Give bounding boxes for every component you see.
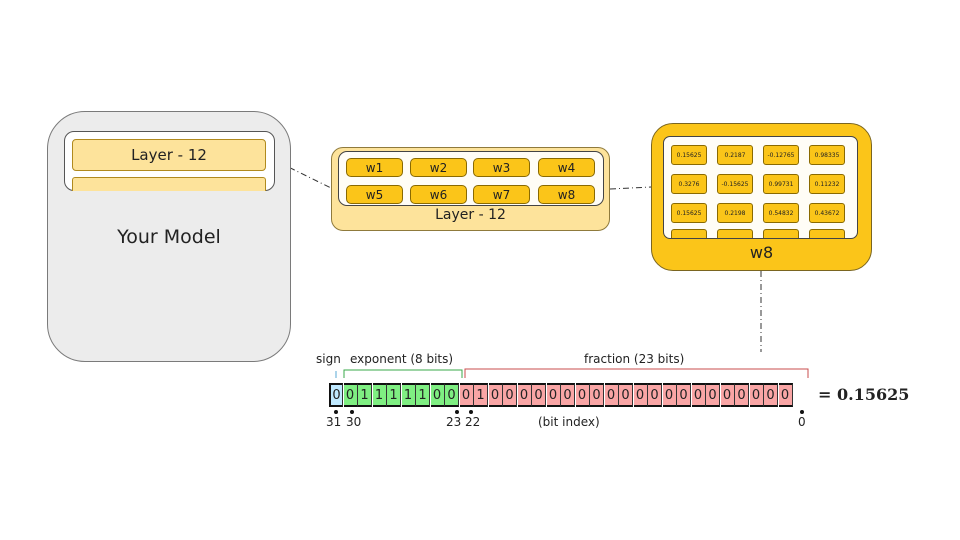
weight-w3: w3 bbox=[473, 158, 530, 177]
fraction-bit: 0 bbox=[706, 383, 720, 407]
w8-value: 0.2187 bbox=[717, 145, 753, 165]
fraction-bit: 0 bbox=[720, 383, 735, 407]
fraction-bit: 0 bbox=[749, 383, 764, 407]
bit-index-0: 0 bbox=[798, 415, 806, 429]
exponent-bit: 1 bbox=[401, 383, 416, 407]
bit-31-marker bbox=[334, 410, 338, 414]
fraction-bit: 0 bbox=[575, 383, 590, 407]
fraction-bit: 0 bbox=[561, 383, 575, 407]
fraction-bit: 0 bbox=[735, 383, 749, 407]
weight-w2: w2 bbox=[410, 158, 467, 177]
float-result: = 0.15625 bbox=[818, 385, 910, 404]
w8-value-partial bbox=[809, 229, 845, 238]
fraction-bit: 0 bbox=[778, 383, 793, 407]
bit-22-marker bbox=[469, 410, 473, 414]
w8-value-partial bbox=[671, 229, 707, 238]
fraction-bit: 0 bbox=[691, 383, 706, 407]
fraction-bit: 0 bbox=[604, 383, 619, 407]
exponent-bracket bbox=[343, 369, 463, 378]
w8-value: 0.2198 bbox=[717, 203, 753, 223]
bit-index-30: 30 bbox=[346, 415, 362, 429]
weight-w8: w8 bbox=[538, 185, 595, 204]
fraction-bit: 0 bbox=[648, 383, 662, 407]
bit-index-22: 22 bbox=[465, 415, 481, 429]
w8-value: 0.54832 bbox=[763, 203, 799, 223]
fraction-bit: 0 bbox=[488, 383, 503, 407]
exponent-bit: 1 bbox=[358, 383, 372, 407]
model-layer-12: Layer - 12 bbox=[72, 139, 266, 171]
w8-value: 0.3276 bbox=[671, 174, 707, 194]
w8-title: w8 bbox=[749, 243, 774, 262]
w8-value: 0.43672 bbox=[809, 203, 845, 223]
fraction-bit: 0 bbox=[662, 383, 677, 407]
w8-value-partial bbox=[763, 229, 799, 238]
bit-index-caption: (bit index) bbox=[538, 415, 600, 429]
bit-30-marker bbox=[350, 410, 354, 414]
w8-value: 0.15625 bbox=[671, 203, 707, 223]
exponent-bit: 0 bbox=[445, 383, 459, 407]
sign-bit: 0 bbox=[329, 383, 343, 407]
layer-to-w8-connector bbox=[609, 186, 652, 190]
sign-label: sign bbox=[316, 352, 341, 366]
exponent-bit: 1 bbox=[416, 383, 430, 407]
w8-value-grid: 0.15625 0.2187 -0.12765 0.98335 0.3276 -… bbox=[663, 136, 858, 239]
w8-value: 0.11232 bbox=[809, 174, 845, 194]
layer-weights-grid: w1 w2 w3 w4 w5 w6 w7 w8 bbox=[338, 151, 604, 206]
weight-w4: w4 bbox=[538, 158, 595, 177]
fraction-bit: 0 bbox=[517, 383, 532, 407]
exponent-label: exponent (8 bits) bbox=[350, 352, 454, 366]
fraction-bit: 0 bbox=[764, 383, 778, 407]
weight-w6: w6 bbox=[410, 185, 467, 204]
w8-value-partial bbox=[717, 229, 753, 238]
bit-index-31: 31 bbox=[326, 415, 342, 429]
fraction-bit: 0 bbox=[619, 383, 633, 407]
exponent-bit: 1 bbox=[387, 383, 401, 407]
w8-value: -0.15625 bbox=[717, 174, 753, 194]
w8-value: -0.12765 bbox=[763, 145, 799, 165]
fraction-bit: 1 bbox=[474, 383, 488, 407]
layer-title: Layer - 12 bbox=[435, 207, 506, 223]
fraction-bit: 0 bbox=[532, 383, 546, 407]
fraction-bit: 0 bbox=[503, 383, 517, 407]
w8-value: 0.98335 bbox=[809, 145, 845, 165]
exponent-bit: 0 bbox=[430, 383, 445, 407]
weight-w5: w5 bbox=[346, 185, 403, 204]
model-title: Your Model bbox=[117, 226, 221, 248]
model-layer-next bbox=[72, 177, 266, 191]
fraction-bit: 0 bbox=[677, 383, 691, 407]
fraction-label: fraction (23 bits) bbox=[584, 352, 685, 366]
w8-value: 0.15625 bbox=[671, 145, 707, 165]
fraction-bit: 0 bbox=[590, 383, 604, 407]
exponent-bit: 0 bbox=[343, 383, 358, 407]
fraction-bracket bbox=[464, 368, 809, 378]
exponent-bit: 1 bbox=[372, 383, 387, 407]
fraction-bit: 0 bbox=[633, 383, 648, 407]
bit-23-marker bbox=[455, 410, 459, 414]
weight-w1: w1 bbox=[346, 158, 403, 177]
weight-w7: w7 bbox=[473, 185, 530, 204]
bit-index-23: 23 bbox=[446, 415, 462, 429]
w8-value: 0.99731 bbox=[763, 174, 799, 194]
bit-0-marker bbox=[800, 410, 804, 414]
fraction-bit: 0 bbox=[459, 383, 474, 407]
model-layer-label: Layer - 12 bbox=[131, 146, 207, 164]
fraction-bit: 0 bbox=[546, 383, 561, 407]
